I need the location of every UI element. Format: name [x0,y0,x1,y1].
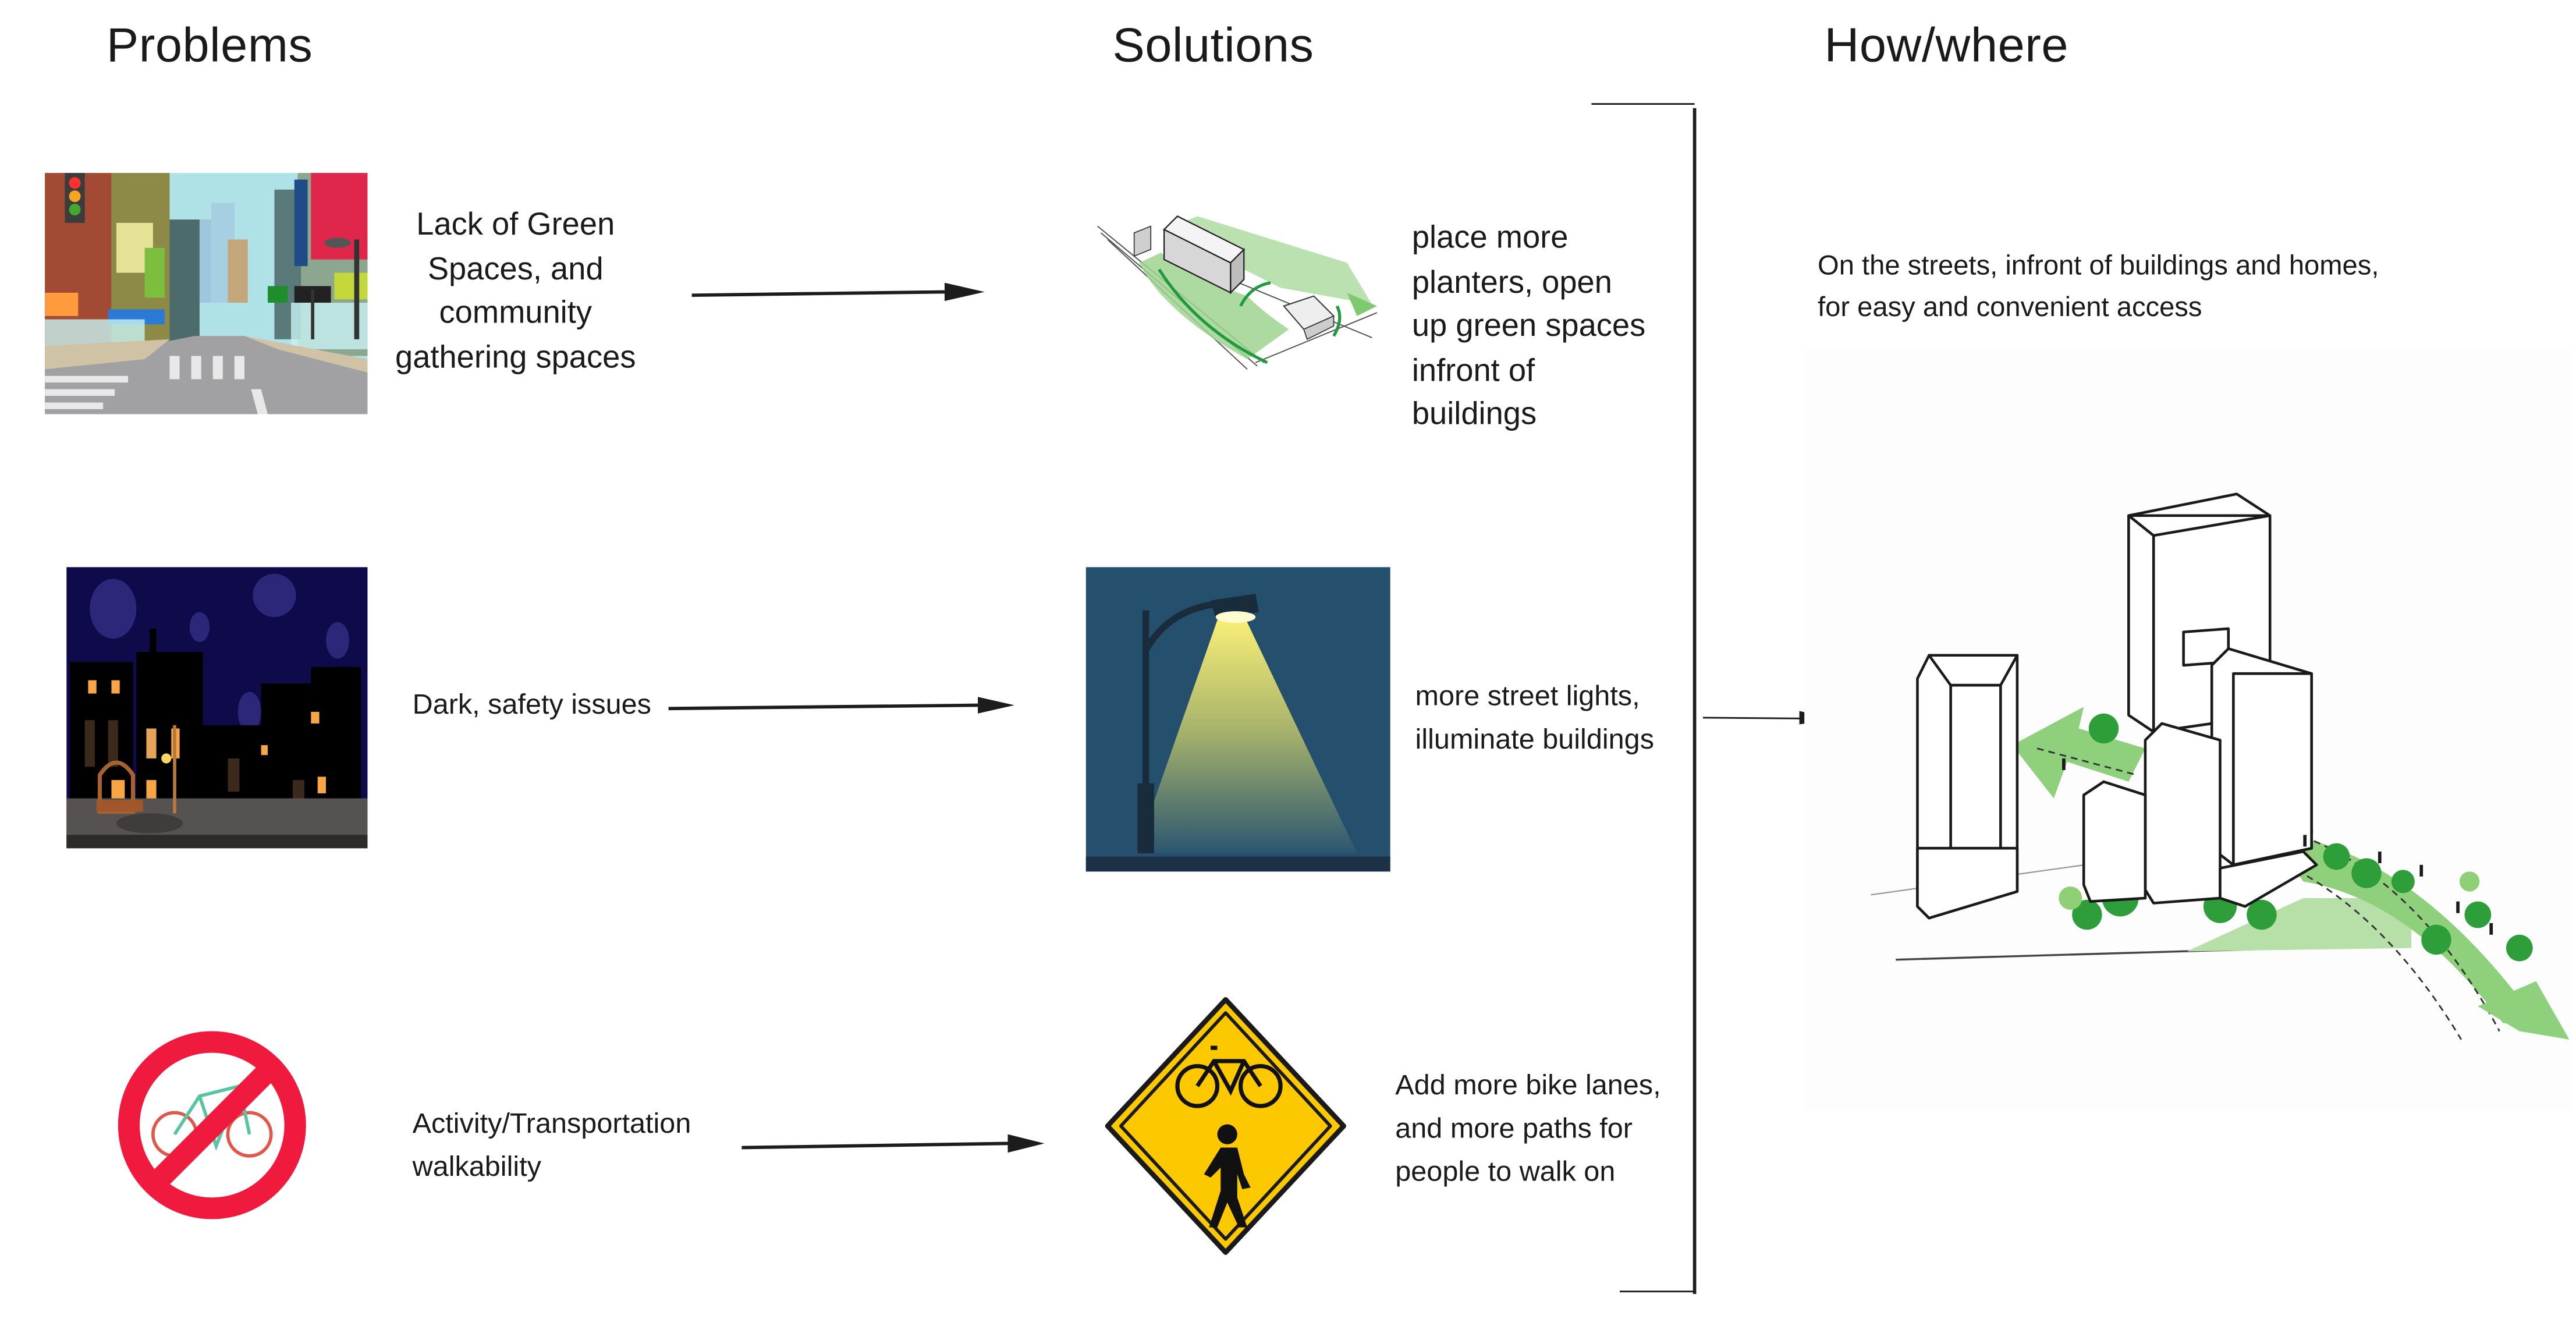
arrow-right-icon [668,693,1021,720]
problems-header: Problems [106,20,313,73]
arrow-right-icon [741,1131,1051,1158]
bracket-vertical [1693,108,1697,1294]
bracket-top [1591,103,1695,105]
solutions-header: Solutions [1112,20,1314,73]
street-lamp-image [1085,567,1390,872]
bike-pedestrian-crossing-sign-icon [1101,995,1351,1257]
night-city-street-image [66,567,368,849]
problem-text-activity-transport: Activity/Transportation walkability [412,1107,691,1183]
bracket-bottom [1620,1290,1693,1293]
arrow-right-icon [691,279,991,306]
how-where-text: On the streets, infront of buildings and… [1818,251,2379,323]
solution-text-planters: place more planters, open up green space… [1411,221,1646,432]
green-space-site-plan-image [1097,213,1381,380]
busy-city-street-image [45,173,368,414]
how-where-header: How/where [1824,20,2069,73]
no-bicycle-sign-icon [116,1030,308,1221]
solution-text-street-lights: more street lights, illuminate buildings [1415,680,1654,756]
problem-text-dark-safety: Dark, safety issues [412,688,651,721]
problem-text-green-spaces: Lack of Green Spaces, and community gath… [395,208,636,375]
urban-green-corridor-image [1804,349,2573,1111]
solution-text-bike-lanes: Add more bike lanes, and more paths for … [1395,1069,1661,1188]
